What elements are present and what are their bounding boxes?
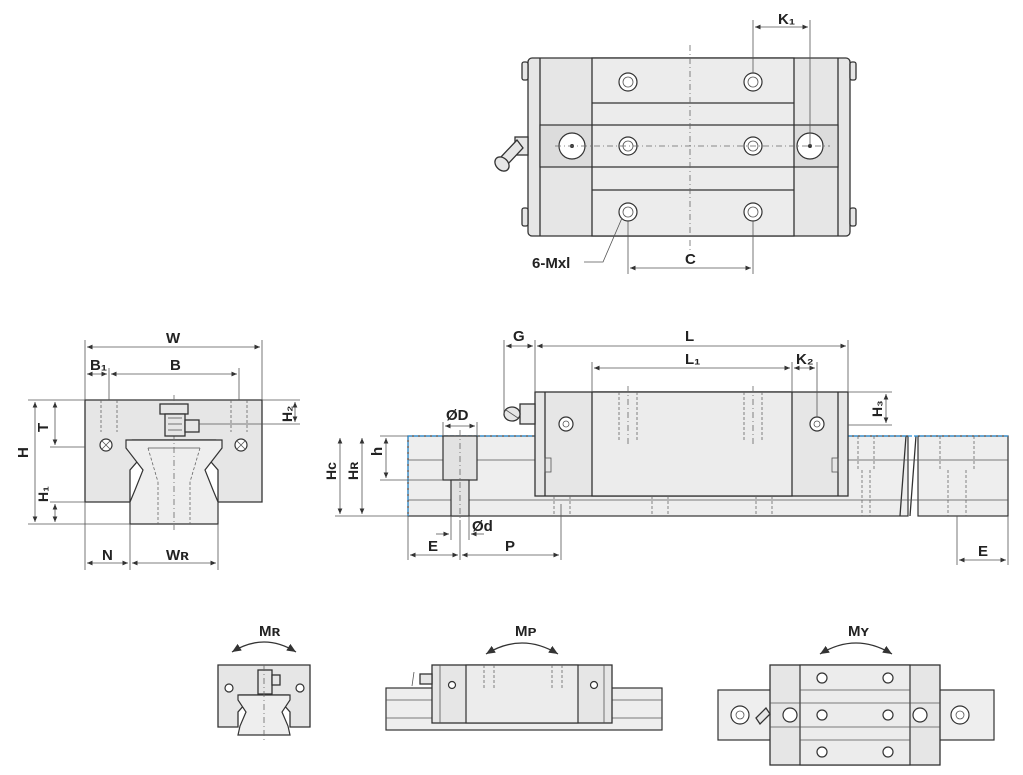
screw-icon xyxy=(558,416,574,432)
w-label: W xyxy=(166,330,181,347)
mr-label: Mʀ xyxy=(259,623,280,640)
e-right-label: E xyxy=(978,543,988,560)
mounting-hole xyxy=(618,72,638,92)
l1-label: L₁ xyxy=(685,351,700,368)
od-label: ØD xyxy=(446,407,469,424)
grease-nipple-icon xyxy=(503,403,536,425)
osd-label: Ød xyxy=(472,518,493,535)
t-label: T xyxy=(35,423,52,432)
mounting-hole xyxy=(618,136,638,156)
h2-label: H₂ xyxy=(279,406,295,422)
small-h-label: h xyxy=(369,447,386,456)
mounting-hole xyxy=(743,202,763,222)
grease-nipple-icon xyxy=(159,403,200,437)
screw-icon xyxy=(809,416,825,432)
screw-icon xyxy=(234,438,248,452)
moment-mr-view: Mʀ xyxy=(217,623,311,740)
screw-icon xyxy=(99,438,113,452)
end-view: W B₁ B H T H₁ H₂ N Wʀ xyxy=(15,330,300,570)
my-label: Mʏ xyxy=(848,623,869,640)
c-label: C xyxy=(685,251,696,268)
mp-label: Mᴘ xyxy=(515,623,537,640)
k1-label: K₁ xyxy=(778,11,795,28)
n-label: N xyxy=(102,547,113,564)
e-label: E xyxy=(428,538,438,555)
p-label: P xyxy=(505,538,515,555)
k2-label: K₂ xyxy=(796,351,814,368)
l-label: L xyxy=(685,328,694,345)
holes-label: 6-Mxl xyxy=(532,255,570,272)
wr-label: Wʀ xyxy=(166,547,189,564)
side-view: G L L₁ K₂ H₃ ØD h Hᴄ Hʀ xyxy=(323,328,1009,565)
g-label: G xyxy=(513,328,525,345)
top-view: K₁ C 6-Mxl xyxy=(494,11,857,274)
b-label: B xyxy=(170,357,181,374)
h3-label: H₃ xyxy=(869,400,885,417)
mounting-hole xyxy=(743,72,763,92)
grease-nipple-icon xyxy=(494,136,529,172)
b1-label: B₁ xyxy=(90,357,107,374)
h1-label: H₁ xyxy=(35,486,51,502)
h-label: H xyxy=(15,447,32,458)
hc-label: Hᴄ xyxy=(323,462,339,480)
moment-my-view: Mʏ xyxy=(717,623,995,766)
moment-mp-view: Mᴘ xyxy=(385,623,663,731)
hr-label: Hʀ xyxy=(345,461,361,480)
mounting-hole xyxy=(618,202,638,222)
